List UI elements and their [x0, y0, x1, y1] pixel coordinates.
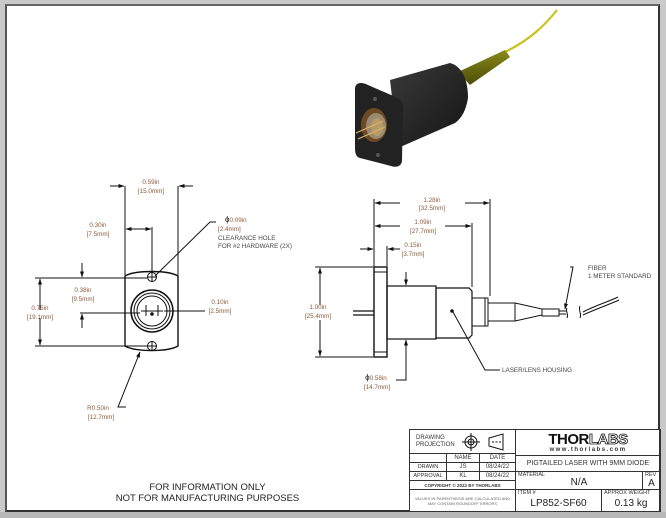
website: www.thorlabs.com: [549, 447, 627, 453]
disclaimer-line-2: NOT FOR MANUFACTURING PURPOSES: [115, 493, 300, 504]
housing-mark: [450, 309, 454, 313]
flange-outline: [124, 270, 179, 352]
material-label: MATERIAL: [518, 472, 546, 478]
dim-housing-length-mm: [27.7mm]: [410, 228, 436, 235]
values-note-line-1: VALUES IN PARENTHESIS ARE CALCULATED AND: [414, 495, 511, 501]
values-note-line-2: MAY CONTAIN ROUNDOFF ERRORS: [427, 500, 498, 506]
dim-height-in: 1.00in: [309, 304, 327, 311]
rev-label: REV: [645, 472, 657, 478]
fiber-label: FIBER: [588, 265, 607, 272]
fiber-continue: [582, 299, 620, 316]
material-value: N/A: [570, 477, 588, 488]
projection-cell: DRAWING PROJECTION: [409, 429, 516, 454]
fiber-jacket: [541, 308, 560, 317]
dim-housing-dia-in: ϕ0.58in: [365, 373, 387, 382]
housing-front: [435, 287, 473, 339]
housing-rear: [386, 285, 437, 340]
projection-label-2: PROJECTION: [416, 441, 455, 448]
dim-hole-spacing-mm: [19.1mm]: [27, 314, 53, 321]
weight-cell: APPROX WEIGHT 0.13 kg: [601, 489, 661, 512]
dim-hole-dia-in: ϕ0.09in: [225, 215, 247, 224]
dim-pin-spacing-mm: [2.5mm]: [209, 308, 232, 315]
diode-pin: [355, 120, 384, 134]
thorlabs-logo: THORLABS: [548, 431, 628, 448]
fiber-leader: [564, 266, 574, 310]
dim-width-mm: [15.0mm]: [138, 188, 164, 195]
product-render: [355, 9, 558, 167]
item-value: LP852-SF60: [530, 498, 587, 509]
dim-flange-mm: [3.7mm]: [402, 251, 425, 258]
logo-cell: THORLABS www.thorlabs.com: [515, 429, 661, 456]
dim-hole-offset-in: 0.30in: [89, 222, 107, 229]
projection-label-1: DRAWING: [416, 434, 445, 441]
fiber-ferrule: [487, 302, 516, 322]
break-mark: [565, 307, 569, 319]
break-mark: [578, 305, 582, 319]
dim-overall-mm: [32.5mm]: [419, 205, 445, 212]
housing-body: [390, 63, 468, 148]
fiber-continue: [582, 296, 619, 313]
diode-pin: [357, 126, 386, 140]
disclaimer-line-1: FOR INFORMATION ONLY: [149, 482, 266, 493]
sheet-bottom-edge: [0, 512, 666, 518]
hole-leader: [154, 221, 216, 277]
values-note: VALUES IN PARENTHESIS ARE CALCULATED AND…: [409, 489, 516, 512]
dia-leader: [396, 352, 407, 381]
dim-pin-spacing-in: 0.10in: [211, 299, 229, 306]
logo-bold: THOR: [548, 431, 589, 448]
nose-step: [471, 297, 489, 327]
dim-radius-mm: [12.7mm]: [88, 414, 114, 421]
weight-value: 0.13 kg: [614, 498, 648, 509]
rev-value: A: [648, 478, 655, 489]
weight-label: APPROX WEIGHT: [604, 490, 651, 496]
rev-cell: REV A: [642, 471, 661, 490]
dim-center-offset-mm: [9.5mm]: [72, 296, 95, 303]
fiber-boot: [458, 50, 510, 85]
dim-overall-in: 1.28in: [423, 197, 441, 204]
mount-hole: [376, 153, 380, 157]
housing-label: LASER/LENS HOUSING: [502, 367, 572, 374]
fiber-taper: [514, 302, 543, 322]
item-cell: ITEM # LP852-SF60: [515, 489, 602, 512]
drawing-sheet: [5, 4, 660, 512]
hole-note-line1: CLEARANCE HOLE: [218, 235, 275, 242]
housing-leader: [452, 311, 500, 371]
center-pin: [150, 312, 154, 316]
third-angle-projection-icon: [461, 432, 504, 451]
dim-hole-dia-mm: [2.4mm]: [218, 226, 241, 233]
description: PIGTAILED LASER WITH 9MM DIODE: [515, 455, 661, 472]
disclaimer: FOR INFORMATION ONLY NOT FOR MANUFACTURI…: [90, 482, 325, 504]
front-view: [35, 184, 216, 408]
title-block: DRAWING PROJECTION NAME DATE DRAWN JS 08…: [409, 429, 661, 512]
dim-housing-length-in: 1.09in: [414, 219, 432, 226]
dim-hole-spacing-in: 0.75in: [31, 305, 49, 312]
dim-center-offset-in: 0.38in: [74, 287, 92, 294]
fiber-length-label: 1 METER STANDARD: [588, 273, 652, 280]
dim-width-in: 0.59in: [142, 179, 160, 186]
dim-flange-in: 0.15in: [404, 242, 422, 249]
diode-lens: [371, 118, 383, 136]
side-view: [315, 199, 620, 381]
item-label: ITEM #: [518, 490, 536, 496]
hole-note-line2: FOR #2 HARDWARE (2X): [218, 243, 292, 250]
dim-height-mm: [25.4mm]: [305, 313, 331, 320]
material-cell: MATERIAL N/A: [515, 471, 643, 490]
radius-leader: [117, 351, 141, 408]
dim-radius-in: R0.50in: [87, 405, 109, 412]
dim-hole-offset-mm: [7.5mm]: [87, 231, 110, 238]
logo-outline: LABS: [588, 431, 628, 448]
dim-housing-dia-mm: [14.7mm]: [364, 384, 390, 391]
fiber-cable: [504, 9, 558, 53]
side-flange: [373, 266, 388, 358]
mount-hole: [373, 97, 377, 101]
